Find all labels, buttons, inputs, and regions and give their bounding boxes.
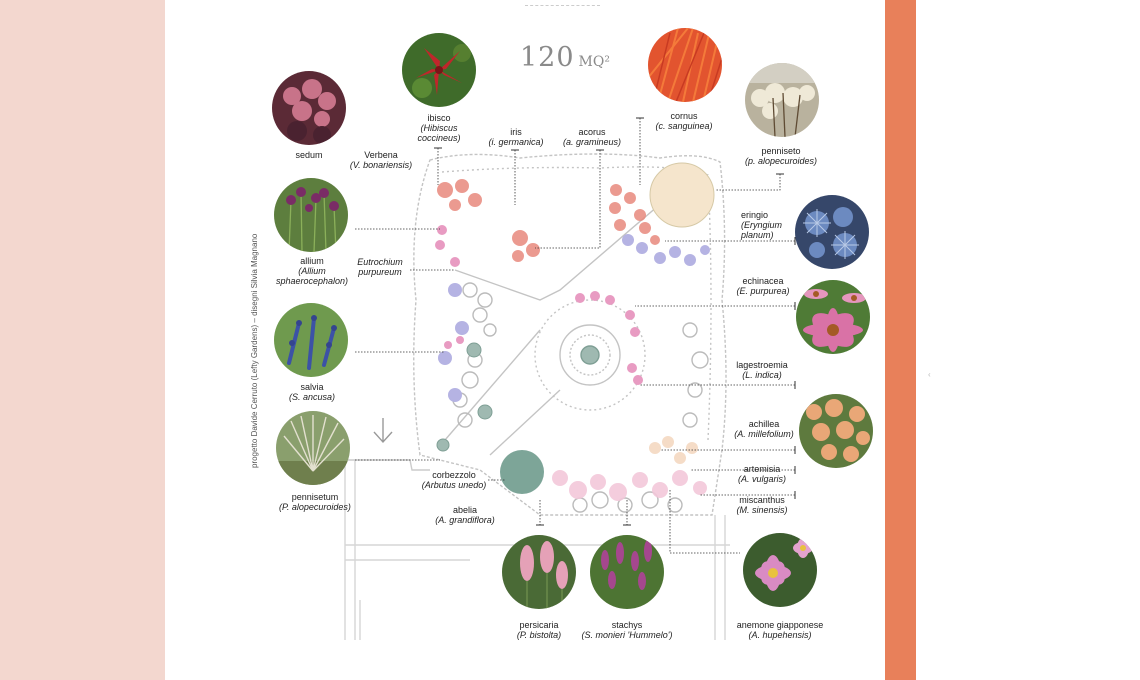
- edge-mark: ‹: [928, 370, 931, 379]
- area-unit: MQ²: [578, 54, 610, 70]
- label-allium: allium(Allium sphaerocephalon): [272, 256, 352, 286]
- plant-name: Eutrochium: [357, 257, 403, 267]
- plant-latin: (P. bistolta): [516, 630, 562, 640]
- plant-latin: (a. gramineus): [562, 137, 622, 147]
- plant-latin: (p. alopecuroides): [744, 156, 818, 166]
- label-anemone: anemone giapponese(A. hupehensis): [737, 620, 824, 640]
- allium-photo: [274, 178, 348, 252]
- plant-latin: (Arbutus unedo): [421, 480, 487, 490]
- label-verbena: Verbena(V. bonariensis): [350, 150, 412, 170]
- plant-name: ibisco: [427, 113, 451, 123]
- anemone-photo: [743, 533, 817, 607]
- cornus-photo: [648, 28, 722, 102]
- plant-latin: (S. ancusa): [288, 392, 336, 402]
- plant-name: allium: [300, 256, 324, 266]
- plant-latin: (V. bonariensis): [349, 160, 413, 170]
- plant-name: achillea: [748, 419, 780, 429]
- label-lagestroemia: lagestroemia(L. indica): [736, 360, 788, 380]
- plant-name: echinacea: [742, 276, 784, 286]
- label-acorus: acorus(a. gramineus): [563, 127, 621, 147]
- plant-name: abelia: [452, 505, 478, 515]
- plant-latin: (P. alopecuroides): [279, 502, 351, 512]
- plant-name: miscanthus: [739, 495, 785, 505]
- top-divider: [525, 5, 600, 6]
- label-echinacea: echinacea(E. purpurea): [736, 276, 789, 296]
- label-eringio: eringio(Eryngium planum): [741, 210, 793, 240]
- plant-name: artemisia: [743, 464, 781, 474]
- plant-name: stachys: [611, 620, 643, 630]
- plant-name: corbezzolo: [432, 470, 476, 480]
- plant-name: sedum: [295, 150, 323, 160]
- label-artemisia: artemisia(A. vulgaris): [738, 464, 786, 484]
- label-stachys: stachys(S. monieri 'Hummelo'): [582, 620, 673, 640]
- plant-name: persicaria: [519, 620, 559, 630]
- plant-latin: (A. hupehensis): [748, 630, 812, 640]
- stachys-photo: [590, 535, 664, 609]
- plant-name: lagestroemia: [736, 360, 788, 370]
- plant-name: cornus: [670, 111, 698, 121]
- plant-latin: purpureum: [358, 267, 402, 277]
- plant-latin: (Hibiscus coccineus): [417, 123, 461, 143]
- plant-latin: (L. indica): [742, 370, 782, 380]
- plant-latin: (Allium sphaerocephalon): [275, 266, 349, 286]
- label-ibisco: ibisco(Hibiscus coccineus): [411, 113, 467, 143]
- plant-latin: (c. sanguinea): [655, 121, 713, 131]
- label-sedum: sedum: [295, 150, 322, 160]
- plant-name: penniseto: [761, 146, 801, 156]
- plant-name: pennisetum: [291, 492, 339, 502]
- plant-name: Verbena: [364, 150, 398, 160]
- salvia-photo: [274, 303, 348, 377]
- plant-latin: (M. sinensis): [736, 505, 788, 515]
- label-cornus: cornus(c. sanguinea): [655, 111, 712, 131]
- eringio-photo: [795, 195, 869, 269]
- right-color-strip: [885, 0, 916, 680]
- plant-name: anemone giapponese: [736, 620, 824, 630]
- persicaria-photo: [502, 535, 576, 609]
- plant-name: eringio: [741, 210, 769, 220]
- label-penniseto: penniseto(p. alopecuroides): [745, 146, 817, 166]
- plant-latin: (Eryngium planum): [741, 220, 783, 240]
- label-iris: iris(i. germanica): [488, 127, 543, 147]
- plant-latin: (E. purpurea): [736, 286, 790, 296]
- label-pennisetum: pennisetum(P. alopecuroides): [279, 492, 351, 512]
- pennisetum-photo: [276, 411, 350, 485]
- plant-latin: (i. germanica): [488, 137, 544, 147]
- label-miscanthus: miscanthus(M. sinensis): [736, 495, 787, 515]
- ibisco-photo: [402, 33, 476, 107]
- plant-name: salvia: [300, 382, 324, 392]
- sedum-photo: [272, 71, 346, 145]
- label-salvia: salvia(S. ancusa): [289, 382, 335, 402]
- plant-latin: (A. grandiflora): [435, 515, 495, 525]
- plant-latin: (A. vulgaris): [737, 474, 787, 484]
- plant-latin: (S. monieri 'Hummelo'): [581, 630, 673, 640]
- label-persicaria: persicaria(P. bistolta): [517, 620, 561, 640]
- penniseto-photo: [745, 63, 819, 137]
- achillea-photo: [799, 394, 873, 468]
- echinacea-photo: [796, 280, 870, 354]
- plant-name: iris: [510, 127, 522, 137]
- label-abelia: abelia(A. grandiflora): [435, 505, 495, 525]
- plant-name: acorus: [578, 127, 606, 137]
- plant-latin: (A. millefolium): [734, 429, 794, 439]
- label-achillea: achillea(A. millefolium): [734, 419, 794, 439]
- label-corbezzolo: corbezzolo(Arbutus unedo): [422, 470, 487, 490]
- area-number: 120: [520, 42, 575, 73]
- left-color-strip: [0, 0, 165, 680]
